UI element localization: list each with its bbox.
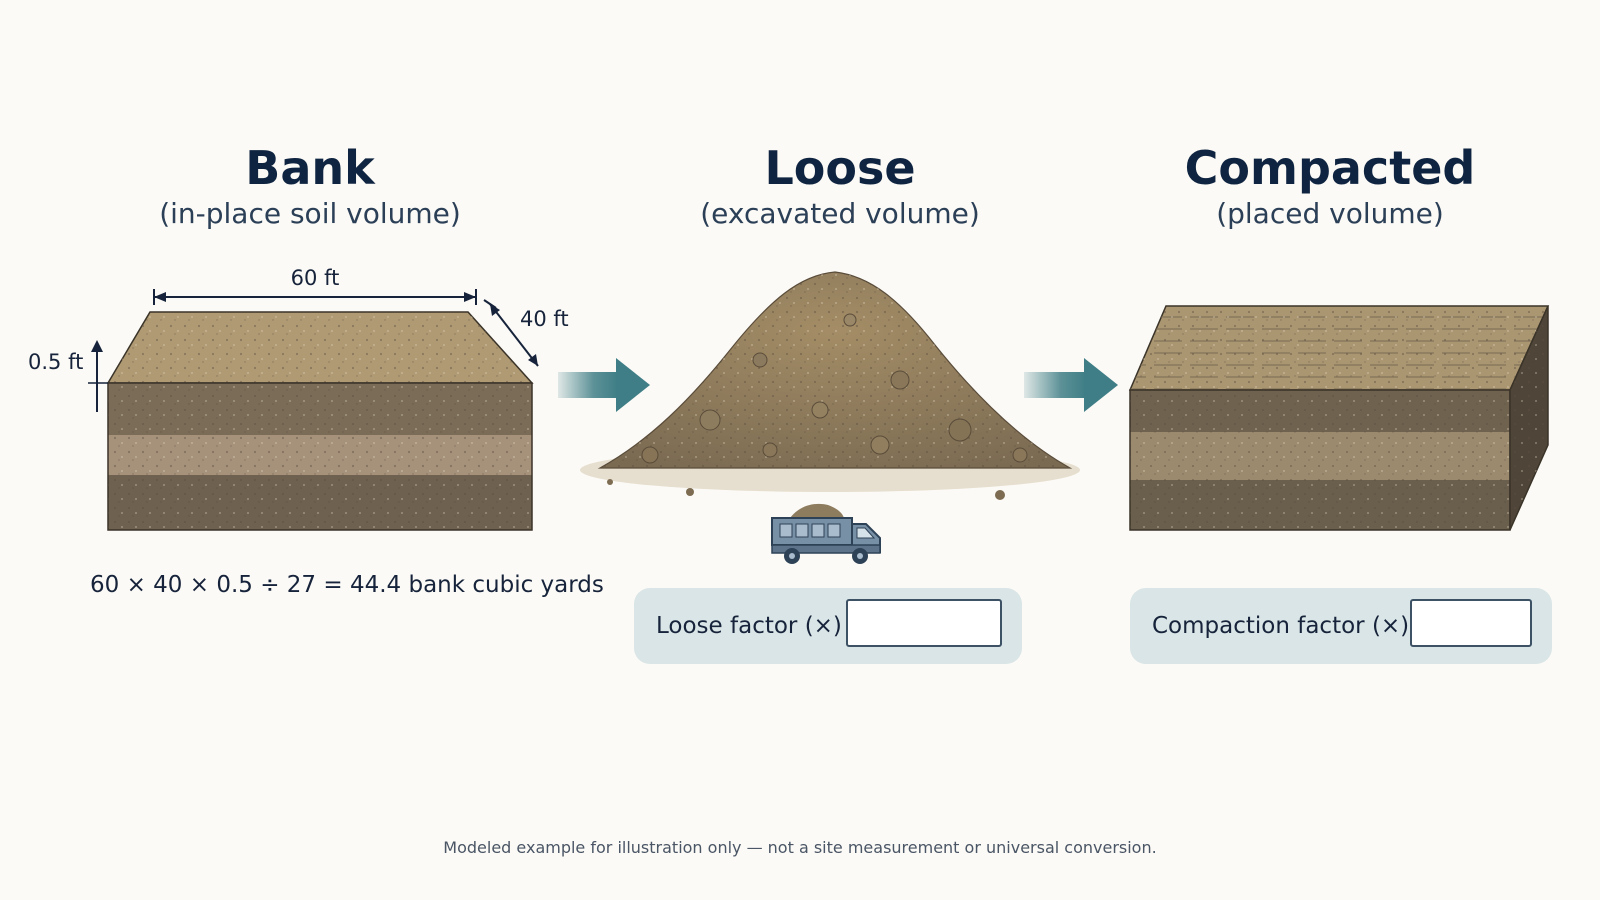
compaction-factor-label: Compaction factor (×) <box>1152 613 1410 639</box>
bank-title: Bank <box>245 141 375 195</box>
dump-truck-icon <box>771 503 881 564</box>
bank-heading: Bank (in-place soil volume) <box>60 145 560 230</box>
arrow-loose-to-compacted <box>1024 358 1118 412</box>
length-label: 60 ft <box>291 266 340 290</box>
bank-subtitle: (in-place soil volume) <box>159 197 461 230</box>
width-label: 40 ft <box>520 307 569 331</box>
compacted-subtitle: (placed volume) <box>1216 197 1444 230</box>
compaction-factor-panel: Compaction factor (×) <box>1130 588 1552 664</box>
loose-subtitle: (excavated volume) <box>700 197 980 230</box>
loose-factor-panel: Loose factor (×) <box>634 588 1022 664</box>
length-dimension <box>153 289 477 305</box>
disclaimer-footnote: Modeled example for illustration only — … <box>443 838 1157 857</box>
depth-dimension <box>88 340 108 412</box>
loose-factor-input[interactable] <box>846 599 1002 647</box>
loose-heading: Loose (excavated volume) <box>590 145 1090 230</box>
bank-soil-block <box>106 311 534 531</box>
width-dimension <box>483 299 539 367</box>
depth-label: 0.5 ft <box>28 350 83 374</box>
compacted-title: Compacted <box>1184 141 1476 195</box>
compaction-factor-input[interactable] <box>1410 599 1532 647</box>
arrow-bank-to-loose <box>558 358 650 412</box>
compacted-soil-block <box>1128 305 1550 531</box>
loose-title: Loose <box>764 141 916 195</box>
loose-factor-label: Loose factor (×) <box>656 613 842 639</box>
loose-soil-pile <box>580 271 1080 500</box>
bank-volume-equation: 60 × 40 × 0.5 ÷ 27 = 44.4 bank cubic yar… <box>90 572 604 598</box>
compacted-heading: Compacted (placed volume) <box>1080 145 1580 230</box>
